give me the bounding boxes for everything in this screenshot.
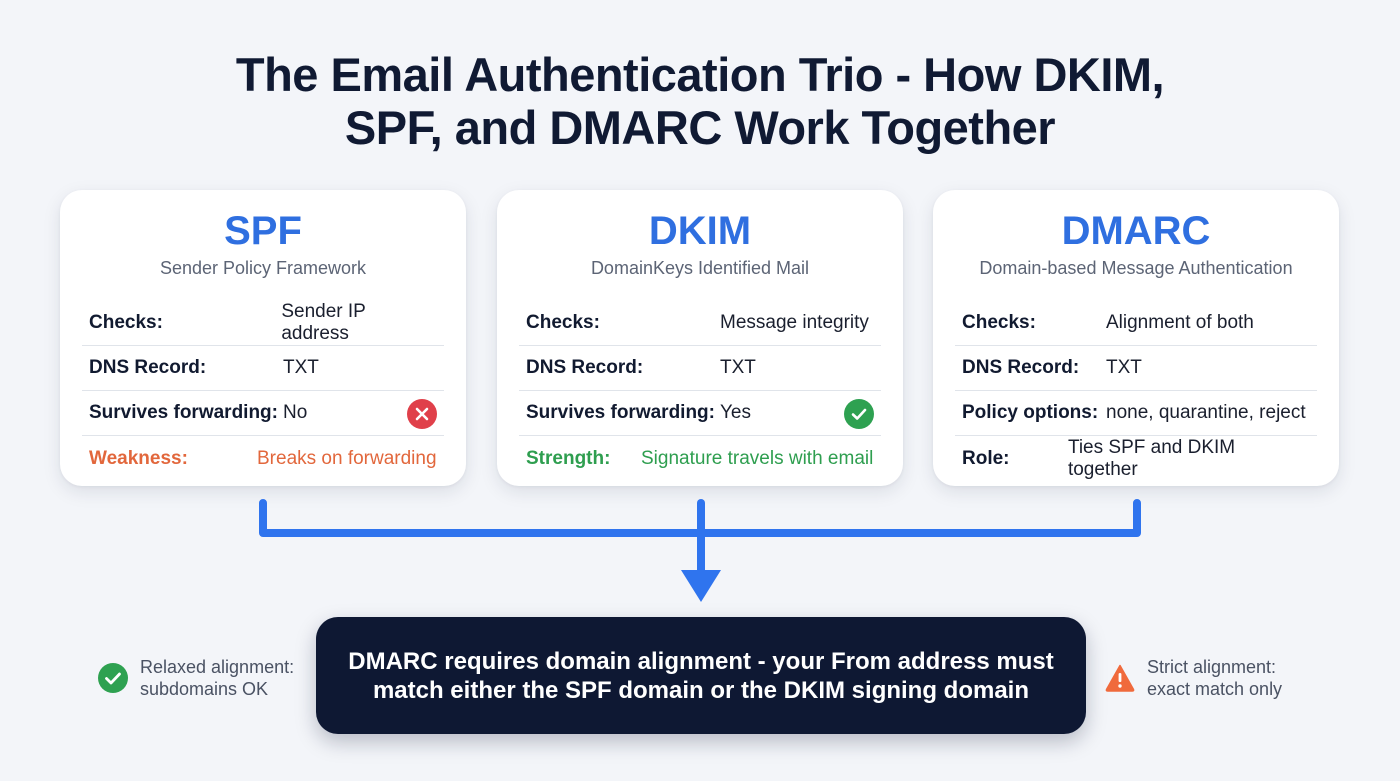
row-value: Breaks on forwarding bbox=[257, 447, 437, 469]
strict-alignment-note: Strict alignment: exact match only bbox=[1105, 656, 1282, 700]
x-circle-icon bbox=[407, 399, 437, 429]
row-label: Weakness: bbox=[89, 447, 188, 469]
warning-triangle-icon bbox=[1105, 664, 1135, 692]
relaxed-alignment-note: Relaxed alignment: subdomains OK bbox=[98, 656, 294, 700]
row-label: DNS Record: bbox=[89, 357, 207, 378]
card-row-dns-record: DNS Record: TXT bbox=[955, 346, 1317, 391]
card-row-checks: Checks: Sender IP address bbox=[82, 301, 444, 346]
row-label: Survives forwarding: bbox=[526, 402, 715, 423]
row-value: Signature travels with email bbox=[641, 447, 874, 469]
card-row-strength: Strength: Signature travels with email bbox=[519, 436, 881, 481]
row-value: none, quarantine, reject bbox=[1106, 402, 1306, 423]
card-row-policy-options: Policy options: none, quarantine, reject bbox=[955, 391, 1317, 436]
row-label: DNS Record: bbox=[962, 357, 1080, 378]
row-label: Checks: bbox=[89, 312, 163, 333]
page-title: The Email Authentication Trio - How DKIM… bbox=[0, 48, 1400, 154]
card-row-survives-forwarding: Survives forwarding: Yes bbox=[519, 391, 881, 436]
row-value: TXT bbox=[1106, 357, 1142, 378]
card-subtitle: Sender Policy Framework bbox=[159, 258, 367, 278]
card-row-checks: Checks: Message integrity bbox=[519, 301, 881, 346]
card-acronym: DKIM bbox=[648, 209, 752, 253]
note-line-2: subdomains OK bbox=[140, 679, 269, 699]
row-label: Strength: bbox=[526, 447, 611, 469]
row-value: TXT bbox=[720, 357, 756, 378]
row-label: Checks: bbox=[526, 312, 600, 333]
row-value: Message integrity bbox=[720, 312, 869, 333]
title-line-1: The Email Authentication Trio - How DKIM… bbox=[235, 48, 1165, 101]
row-label: Role: bbox=[962, 447, 1010, 469]
note-line-1: Relaxed alignment: bbox=[140, 657, 295, 677]
row-label: Policy options: bbox=[962, 402, 1099, 423]
card-row-weakness: Weakness: Breaks on forwarding bbox=[82, 436, 444, 481]
row-value: Ties SPF and DKIM together bbox=[1067, 436, 1236, 480]
card-subtitle: DomainKeys Identified Mail bbox=[590, 258, 810, 278]
card-subtitle: Domain-based Message Authentication bbox=[979, 258, 1293, 278]
card-row-role: Role: Ties SPF and DKIM together bbox=[955, 436, 1317, 481]
row-value: No bbox=[283, 402, 308, 423]
card-row-survives-forwarding: Survives forwarding: No bbox=[82, 391, 444, 436]
title-line-2: SPF, and DMARC Work Together bbox=[344, 101, 1056, 154]
check-circle-icon bbox=[844, 399, 874, 429]
card-row-dns-record: DNS Record: TXT bbox=[82, 346, 444, 391]
card-acronym: SPF bbox=[224, 209, 302, 253]
callout-line-2: match either the SPF domain or the DKIM … bbox=[372, 676, 1030, 704]
row-value: Sender IP address bbox=[281, 301, 366, 344]
row-label: Survives forwarding: bbox=[89, 402, 278, 423]
dmarc-alignment-callout: DMARC requires domain alignment - your F… bbox=[316, 617, 1086, 734]
row-value: Yes bbox=[720, 402, 751, 423]
row-label: DNS Record: bbox=[526, 357, 644, 378]
row-value: Alignment of both bbox=[1106, 312, 1254, 333]
card-acronym: DMARC bbox=[1061, 209, 1211, 253]
arrow-down-icon bbox=[681, 570, 721, 602]
row-value: TXT bbox=[283, 357, 319, 378]
note-line-2: exact match only bbox=[1147, 679, 1283, 699]
dkim-card: DKIM DomainKeys Identified Mail Checks: … bbox=[497, 190, 903, 486]
row-label: Checks: bbox=[962, 312, 1036, 333]
check-circle-icon bbox=[98, 663, 128, 693]
note-line-1: Strict alignment: bbox=[1147, 657, 1277, 677]
callout-line-1: DMARC requires domain alignment - your F… bbox=[348, 647, 1054, 675]
spf-card: SPF Sender Policy Framework Checks: Send… bbox=[60, 190, 466, 486]
card-row-dns-record: DNS Record: TXT bbox=[519, 346, 881, 391]
card-row-checks: Checks: Alignment of both bbox=[955, 301, 1317, 346]
dmarc-card: DMARC Domain-based Message Authenticatio… bbox=[933, 190, 1339, 486]
